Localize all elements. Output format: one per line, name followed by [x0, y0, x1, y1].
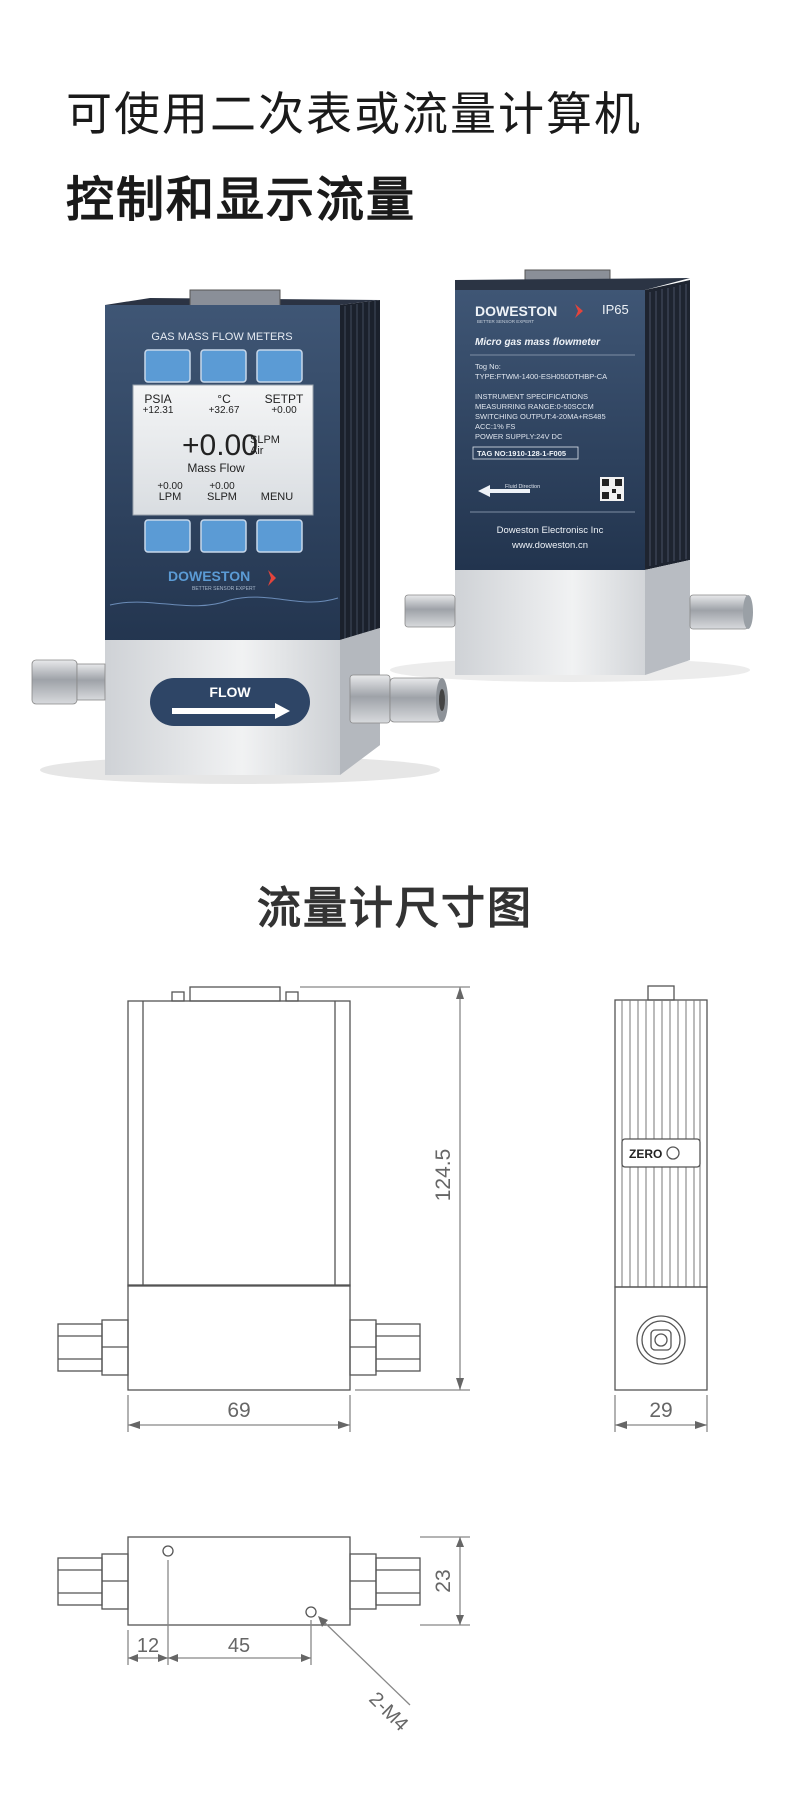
- spec-power: POWER SUPPLY:24V DC: [475, 432, 563, 441]
- lcd-setpt-label: SETPT: [265, 392, 304, 406]
- hole-spacing-dim-label: 45: [228, 1635, 250, 1657]
- bottom-center-key[interactable]: [200, 519, 247, 553]
- spec-acc: ACC:1% FS: [475, 422, 515, 431]
- qr-code-icon: [600, 477, 624, 501]
- lcd-main-label: Mass Flow: [187, 461, 245, 475]
- front-brand: DOWESTON: [168, 568, 250, 584]
- front-device: GAS MASS FLOW METERS PSIA +12.31 °C +32.…: [31, 289, 448, 775]
- company: Doweston Electronisc Inc: [497, 525, 604, 536]
- type-line: TYPE:FTWM-1400-ESH050DTHBP-CA: [475, 372, 607, 381]
- back-tagline: BETTER SENSOR EXPERT: [477, 319, 534, 324]
- front-tagline: BETTER SENSOR EXPERT: [192, 586, 256, 592]
- front-view: [57, 986, 421, 1391]
- back-brand: DOWESTON: [475, 303, 557, 319]
- bottom-left-key[interactable]: [144, 519, 191, 553]
- lcd-main-value: +0.00: [182, 429, 258, 462]
- spec-title: INSTRUMENT SPECIFICATIONS: [475, 392, 588, 401]
- bottom-view: [57, 1536, 421, 1626]
- depth-dim-label: 29: [649, 1399, 672, 1422]
- top-right-key[interactable]: [256, 349, 303, 383]
- lcd-lpm-label: LPM: [159, 491, 182, 503]
- fluid-arrow-icon: [478, 485, 530, 497]
- flow-arrow-icon: [172, 703, 290, 719]
- back-device: DOWESTON BETTER SENSOR EXPERT IP65 Micro…: [404, 269, 753, 675]
- tag-no: TAG NO:1910-128-1-F005: [477, 449, 566, 458]
- height-dim-label: 124.5: [432, 1149, 455, 1202]
- bottom-right-key[interactable]: [256, 519, 303, 553]
- lcd-gas: Air: [250, 445, 264, 457]
- website: www.doweston.cn: [511, 540, 588, 551]
- zero-button-label: ZERO: [629, 1147, 662, 1161]
- fluid-direction: Fluid Direction: [505, 484, 540, 490]
- ip-rating: IP65: [602, 302, 629, 317]
- tog-no: Tog No:: [475, 362, 501, 371]
- lcd-psia-value: +12.31: [143, 405, 174, 416]
- hole-callout-label: 2-M4: [364, 1688, 412, 1736]
- top-center-key[interactable]: [200, 349, 247, 383]
- lcd-slpm-label: SLPM: [207, 491, 237, 503]
- lcd-psia-label: PSIA: [144, 392, 171, 406]
- width-dim-label: 69: [227, 1399, 250, 1422]
- lcd-setpt-value: +0.00: [271, 405, 297, 416]
- flow-label: FLOW: [209, 684, 251, 700]
- top-left-key[interactable]: [144, 349, 191, 383]
- panel-title: GAS MASS FLOW METERS: [151, 331, 292, 343]
- headline-line2: 控制和显示流量: [66, 172, 417, 228]
- offset-dim-label: 12: [137, 1635, 159, 1657]
- brand-chevron-icon: [575, 304, 583, 318]
- spec-range: MEASURRING RANGE:0-50SCCM: [475, 402, 594, 411]
- front-chevron-icon: [268, 570, 276, 586]
- headline-line1: 可使用二次表或流量计算机: [66, 87, 642, 141]
- bottom-height-dim-label: 23: [432, 1569, 455, 1592]
- spec-output: SWITCHING OUTPUT:4-20MA+RS485: [475, 412, 606, 421]
- lcd-menu-label: MENU: [261, 491, 293, 503]
- lcd-temp-value: +32.67: [209, 405, 240, 416]
- lcd-screen: [132, 384, 314, 516]
- side-view: [614, 985, 708, 1391]
- lcd-temp-label: °C: [217, 392, 231, 406]
- lcd-unit: SLPM: [250, 434, 280, 446]
- product-photo: DOWESTON BETTER SENSOR EXPERT IP65 Micro…: [31, 269, 753, 784]
- lcd-slpm-value: +0.00: [209, 481, 235, 492]
- lcd-lpm-value: +0.00: [157, 481, 183, 492]
- product-name: Micro gas mass flowmeter: [475, 337, 601, 348]
- drawing-title: 流量计尺寸图: [257, 883, 533, 934]
